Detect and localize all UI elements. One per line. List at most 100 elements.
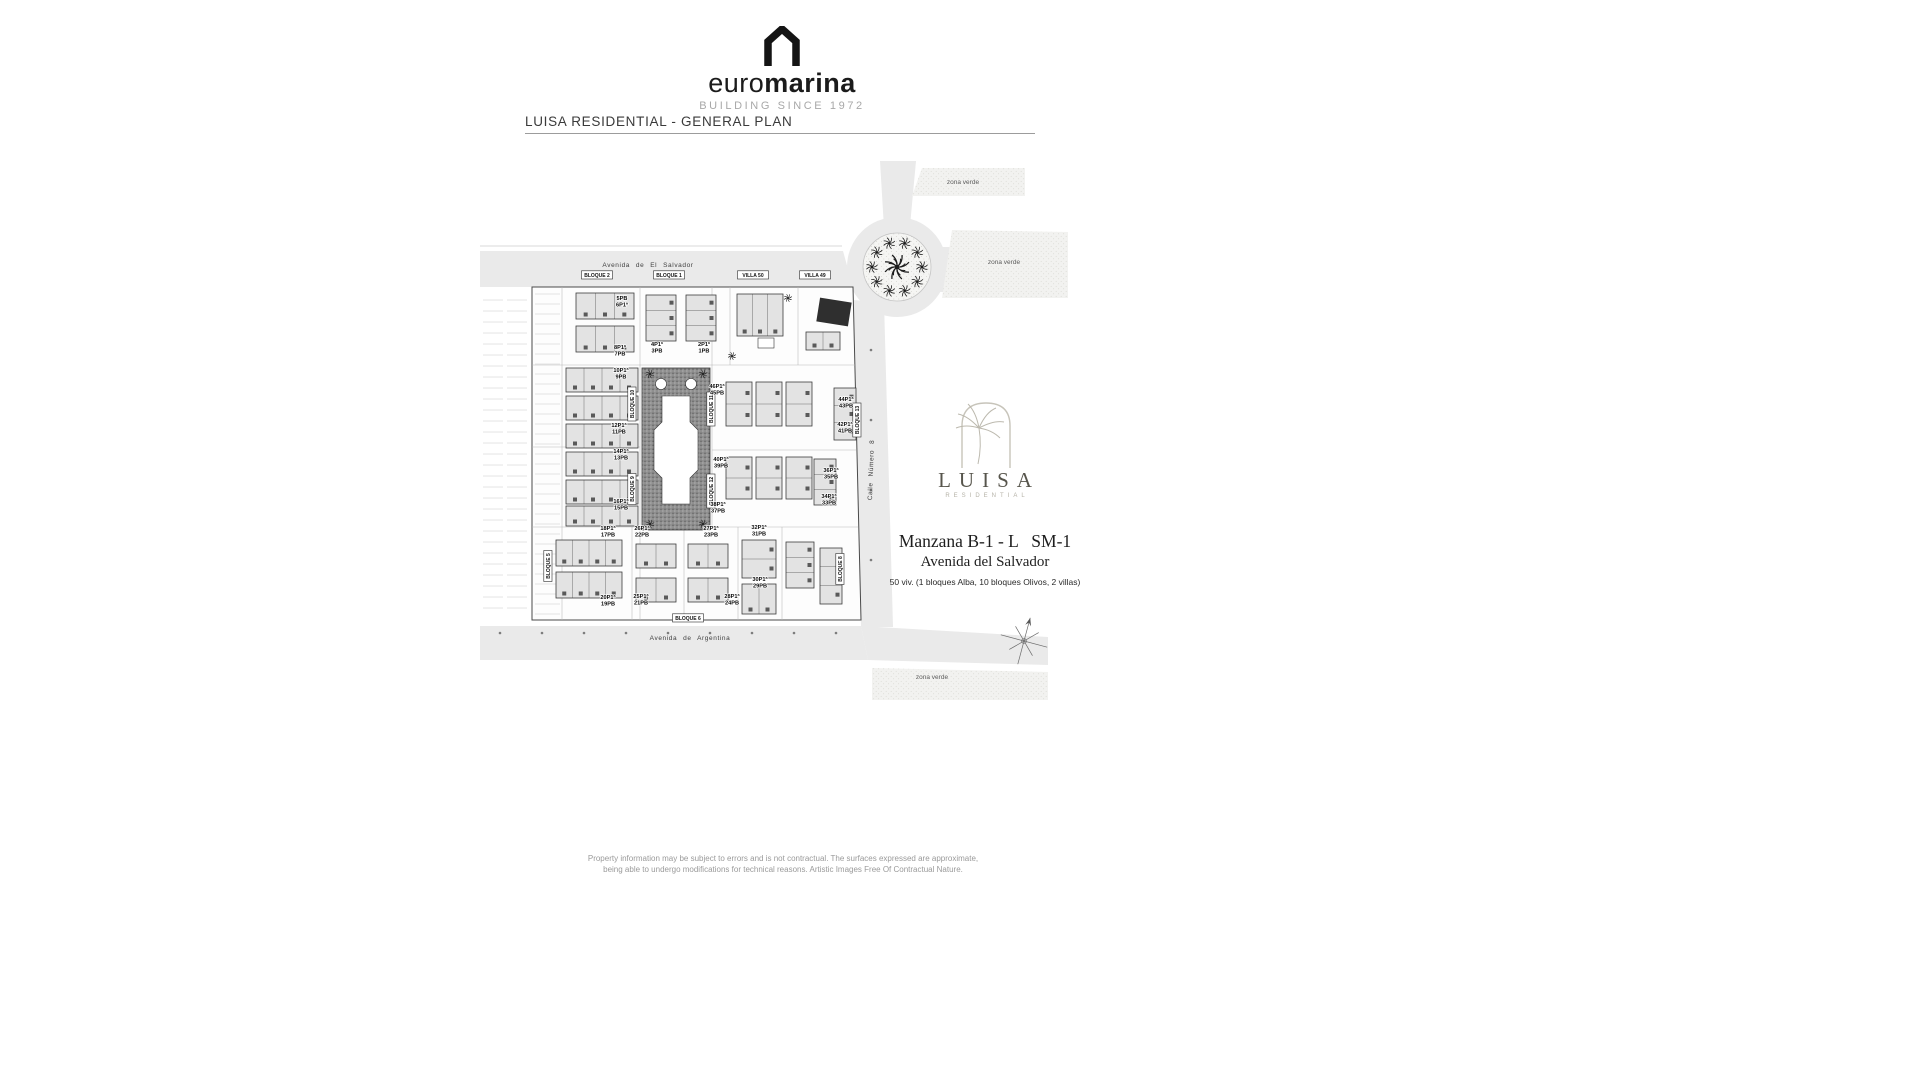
palm-tree-icon xyxy=(898,237,911,250)
palm-tree-icon xyxy=(698,519,708,529)
special-features xyxy=(641,297,1048,665)
block-label-box xyxy=(799,270,831,280)
street-tree xyxy=(624,631,628,635)
palm-tree-icon xyxy=(898,284,911,297)
swimming-pool xyxy=(653,395,699,505)
block-label-box xyxy=(835,553,845,585)
building xyxy=(685,294,717,342)
street-tree xyxy=(540,631,544,635)
palm-tree-icon xyxy=(784,294,792,302)
palm-tree-icon xyxy=(645,519,655,529)
block-label: BLOQUE 11 xyxy=(709,395,715,423)
streets xyxy=(480,161,1048,665)
building xyxy=(645,294,677,342)
block-label-box xyxy=(581,270,613,280)
block-label-box xyxy=(653,270,685,280)
building xyxy=(741,539,777,579)
disclaimer-line-2: being able to undergo modifications for … xyxy=(603,864,963,874)
block-label: BLOQUE 13 xyxy=(855,406,861,435)
street-argentina-east xyxy=(861,626,1048,665)
street-label: Avenida de El Salvador xyxy=(602,262,693,269)
palm-tree-icon xyxy=(870,246,883,259)
street-tree xyxy=(750,631,754,635)
block-label-box xyxy=(627,386,637,422)
block-label: BLOQUE 9 xyxy=(630,476,636,502)
spa-circle xyxy=(685,378,697,390)
zona-verde-right xyxy=(942,230,1068,298)
street-calle-numero-8 xyxy=(852,300,893,627)
block-label: BLOQUE 2 xyxy=(584,273,610,279)
building xyxy=(687,577,729,603)
palm-tree-icon xyxy=(888,258,906,276)
building xyxy=(785,381,813,427)
block-label: VILLA 50 xyxy=(742,273,763,279)
building xyxy=(813,458,837,506)
building xyxy=(755,456,783,500)
palm-tree-icon xyxy=(870,275,883,288)
block-label-box xyxy=(852,402,862,438)
palm-tree-icon xyxy=(866,261,878,273)
street-argentina xyxy=(480,626,868,660)
brand-name-suffix: marina xyxy=(764,68,856,98)
building xyxy=(736,293,784,337)
luisa-wordmark-sub: RESIDENTIAL xyxy=(945,493,1029,499)
building xyxy=(565,395,639,421)
street-tree xyxy=(666,631,670,635)
units-summary-line: 50 viv. (1 bloques Alba, 10 bloques Oliv… xyxy=(889,577,1081,587)
brand-name: euromarina xyxy=(480,68,1084,99)
block-label-box xyxy=(706,391,716,427)
street-tree xyxy=(869,348,873,352)
building xyxy=(555,539,623,567)
palm-tree-icon xyxy=(911,275,924,288)
manzana-line: Manzana B-1 - L SM-1 xyxy=(898,531,1072,551)
building xyxy=(565,423,639,449)
spa-circle xyxy=(655,378,667,390)
street-tree xyxy=(869,558,873,562)
street-label: Avenida de Argentina xyxy=(650,635,731,642)
block-label-box xyxy=(706,473,716,509)
page-title: LUISA RESIDENTIAL - GENERAL PLAN xyxy=(525,114,793,129)
luisa-wordmark: LUISA xyxy=(938,468,1040,492)
block-label: BLOQUE 5 xyxy=(546,553,552,579)
building xyxy=(575,292,635,320)
block-label: BLOQUE 1 xyxy=(656,273,682,279)
palm-tree-icon xyxy=(645,369,655,379)
building xyxy=(575,325,635,353)
villa-50-pool xyxy=(757,337,775,349)
building xyxy=(565,451,639,477)
street-el-salvador xyxy=(480,251,853,287)
block-label-box xyxy=(543,550,553,582)
address-line: Avenida del Salvador xyxy=(920,554,1050,570)
building xyxy=(687,543,729,569)
building xyxy=(725,381,753,427)
block-label-box xyxy=(737,270,769,280)
disclaimer-line-1: Property information may be subject to e… xyxy=(587,854,979,863)
building xyxy=(635,577,677,603)
zona-verde-top xyxy=(912,168,1025,196)
street-tree xyxy=(708,631,712,635)
buildings xyxy=(555,292,857,615)
block-label-box xyxy=(627,473,637,505)
euromarina-house-icon xyxy=(764,26,800,66)
zona-verde-bottom xyxy=(872,668,1048,700)
